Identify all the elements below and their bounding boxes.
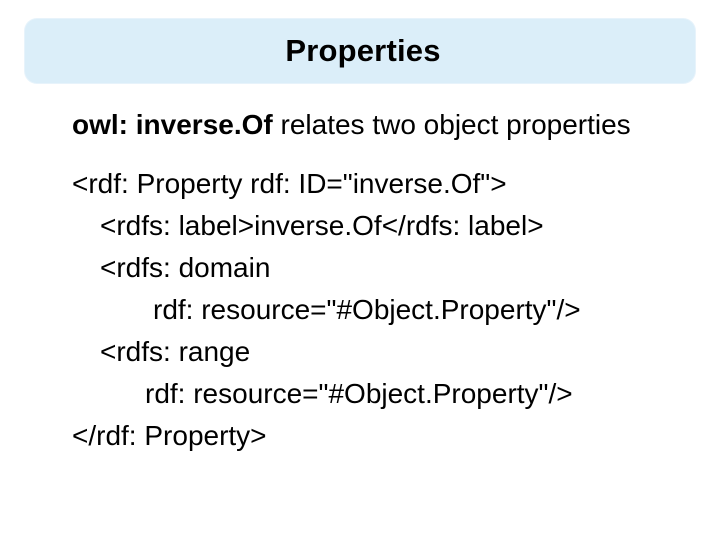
code-line-domain-resource: rdf: resource="#Object.Property"/> [153,294,581,325]
code-line-property-open: <rdf: Property rdf: ID="inverse.Of"> [72,168,507,199]
intro-term: owl: inverse.Of [72,109,273,140]
code-line-range-resource: rdf: resource="#Object.Property"/> [145,378,573,409]
slide-title: Properties [285,33,441,68]
title-banner: Properties [25,19,695,83]
slide-body: owl: inverse.Of relates two object prope… [72,104,631,457]
code-line-domain-open: <rdfs: domain [100,252,271,283]
intro-sentence: owl: inverse.Of relates two object prope… [72,104,631,146]
code-line-label: <rdfs: label>inverse.Of</rdfs: label> [100,210,544,241]
code-line-range-open: <rdfs: range [100,336,251,367]
code-line-property-close: </rdf: Property> [72,420,267,451]
intro-description: relates two object properties [272,109,631,140]
